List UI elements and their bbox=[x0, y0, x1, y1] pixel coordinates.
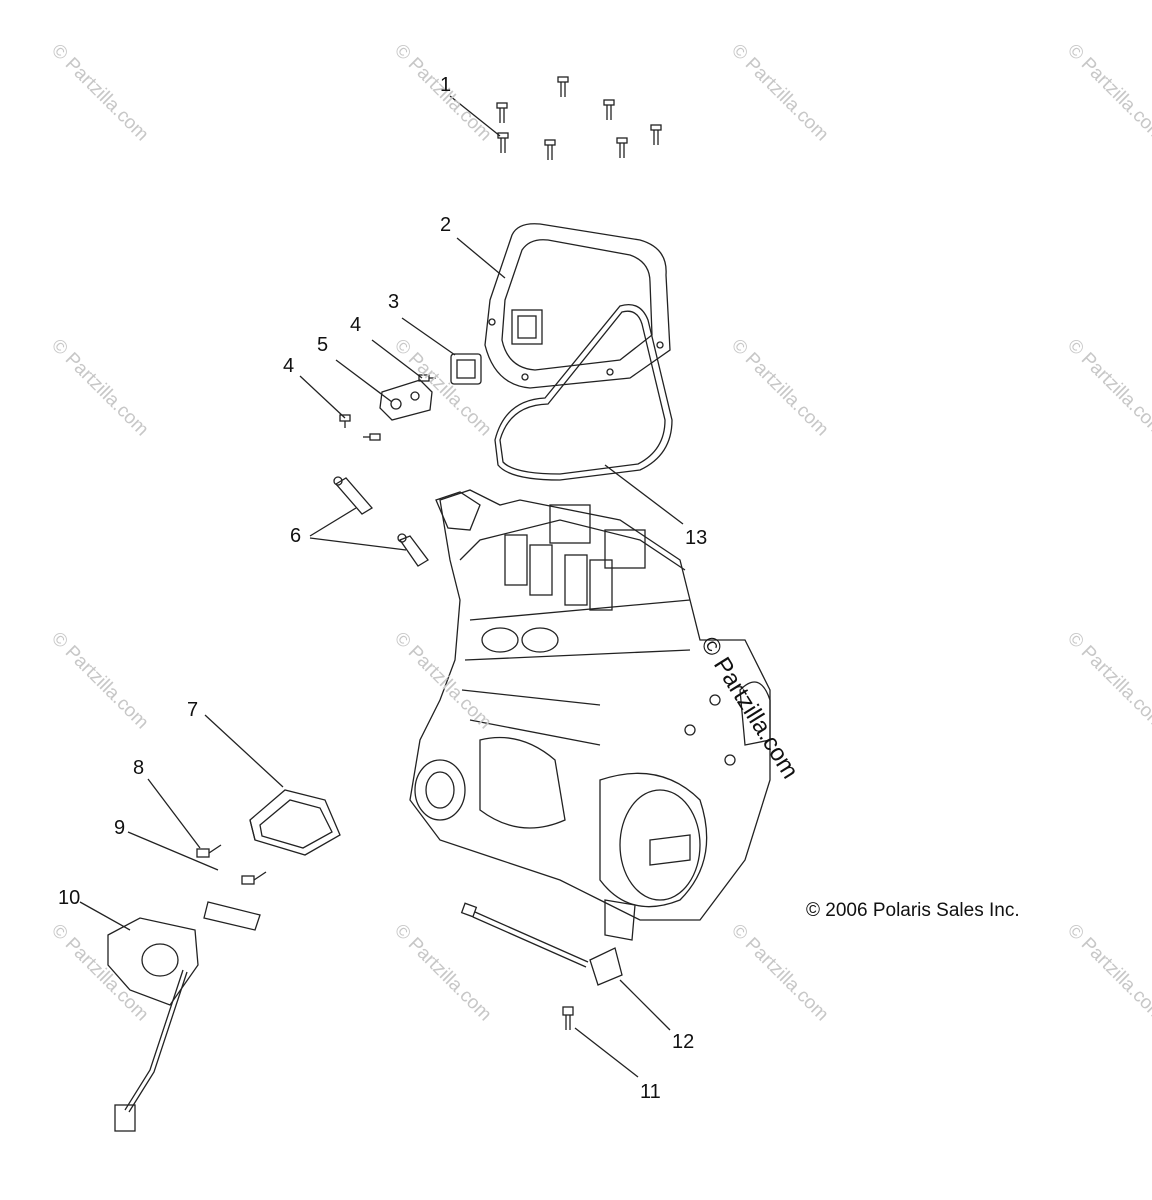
callout-3: 3 bbox=[388, 291, 400, 313]
throttle-body bbox=[107, 917, 199, 1132]
callout-5: 5 bbox=[317, 334, 329, 356]
gasket bbox=[494, 303, 673, 481]
callout-8: 8 bbox=[133, 757, 145, 779]
bolt-group bbox=[496, 76, 662, 160]
engine-block bbox=[409, 489, 771, 941]
spark-plugs bbox=[333, 476, 429, 567]
sensor-bracket bbox=[379, 379, 433, 421]
intake-boot bbox=[249, 789, 341, 856]
callout-4: 4 bbox=[350, 314, 362, 336]
callout-4: 4 bbox=[283, 355, 295, 377]
callout-13: 13 bbox=[685, 527, 708, 549]
callout-7: 7 bbox=[187, 699, 199, 721]
leader-lines bbox=[79, 95, 684, 1078]
callout-11: 11 bbox=[640, 1081, 661, 1103]
callout-10: 10 bbox=[58, 887, 81, 909]
intake-bolts bbox=[196, 844, 267, 885]
sensor-cable bbox=[460, 902, 623, 986]
callout-2: 2 bbox=[440, 214, 452, 236]
valve-cover bbox=[484, 223, 671, 389]
screw-small bbox=[562, 1006, 574, 1030]
copyright-notice: © 2006 Polaris Sales Inc. bbox=[806, 900, 1020, 921]
callout-6: 6 bbox=[290, 525, 302, 547]
callout-9: 9 bbox=[114, 817, 126, 839]
sleeve bbox=[203, 901, 261, 931]
callout-12: 12 bbox=[672, 1031, 695, 1053]
callout-1: 1 bbox=[440, 74, 452, 96]
cover-plate bbox=[450, 353, 482, 385]
screws bbox=[339, 374, 436, 441]
